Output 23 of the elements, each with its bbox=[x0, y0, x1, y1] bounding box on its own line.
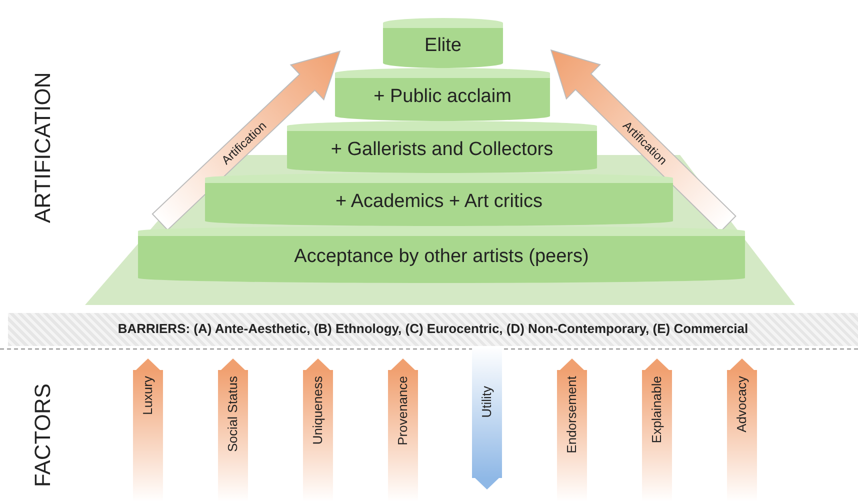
barrier-band bbox=[8, 313, 858, 346]
edge-label: Advocacy bbox=[733, 376, 750, 432]
edge-label: Luxury bbox=[139, 376, 156, 416]
pyramid-tier bbox=[335, 68, 550, 121]
edge-label: Utility bbox=[478, 386, 495, 418]
pyramid-tier bbox=[383, 18, 503, 68]
pyramid-tier bbox=[205, 173, 673, 226]
tier-label: Elite bbox=[424, 34, 462, 58]
edge-label: Social Status bbox=[224, 376, 241, 452]
block-arrow bbox=[472, 346, 502, 490]
barrier-text: BARRIERS: (A) Ante-Aesthetic, (B) Ethnology, (C) Eurocentric, (D) Non-Contemporary, (E) Commercial bbox=[116, 321, 750, 337]
edge-label: Endorsement bbox=[563, 376, 580, 454]
tier-label: Acceptance by other artists (peers) bbox=[293, 245, 590, 269]
tier-label: + Academics + Art critics bbox=[334, 190, 544, 214]
pyramid-tier bbox=[287, 121, 597, 173]
edge-label: Provenance bbox=[394, 376, 411, 446]
edge-label: Explainable bbox=[648, 376, 665, 444]
section-label: ARTIFICATION bbox=[29, 71, 56, 225]
tier-label: + Public acclaim bbox=[372, 85, 512, 109]
pyramid-tier bbox=[138, 226, 745, 283]
edge-label: Uniqueness bbox=[309, 376, 326, 445]
section-label: FACTORS bbox=[29, 382, 56, 489]
tier-label: + Gallerists and Collectors bbox=[330, 138, 554, 162]
